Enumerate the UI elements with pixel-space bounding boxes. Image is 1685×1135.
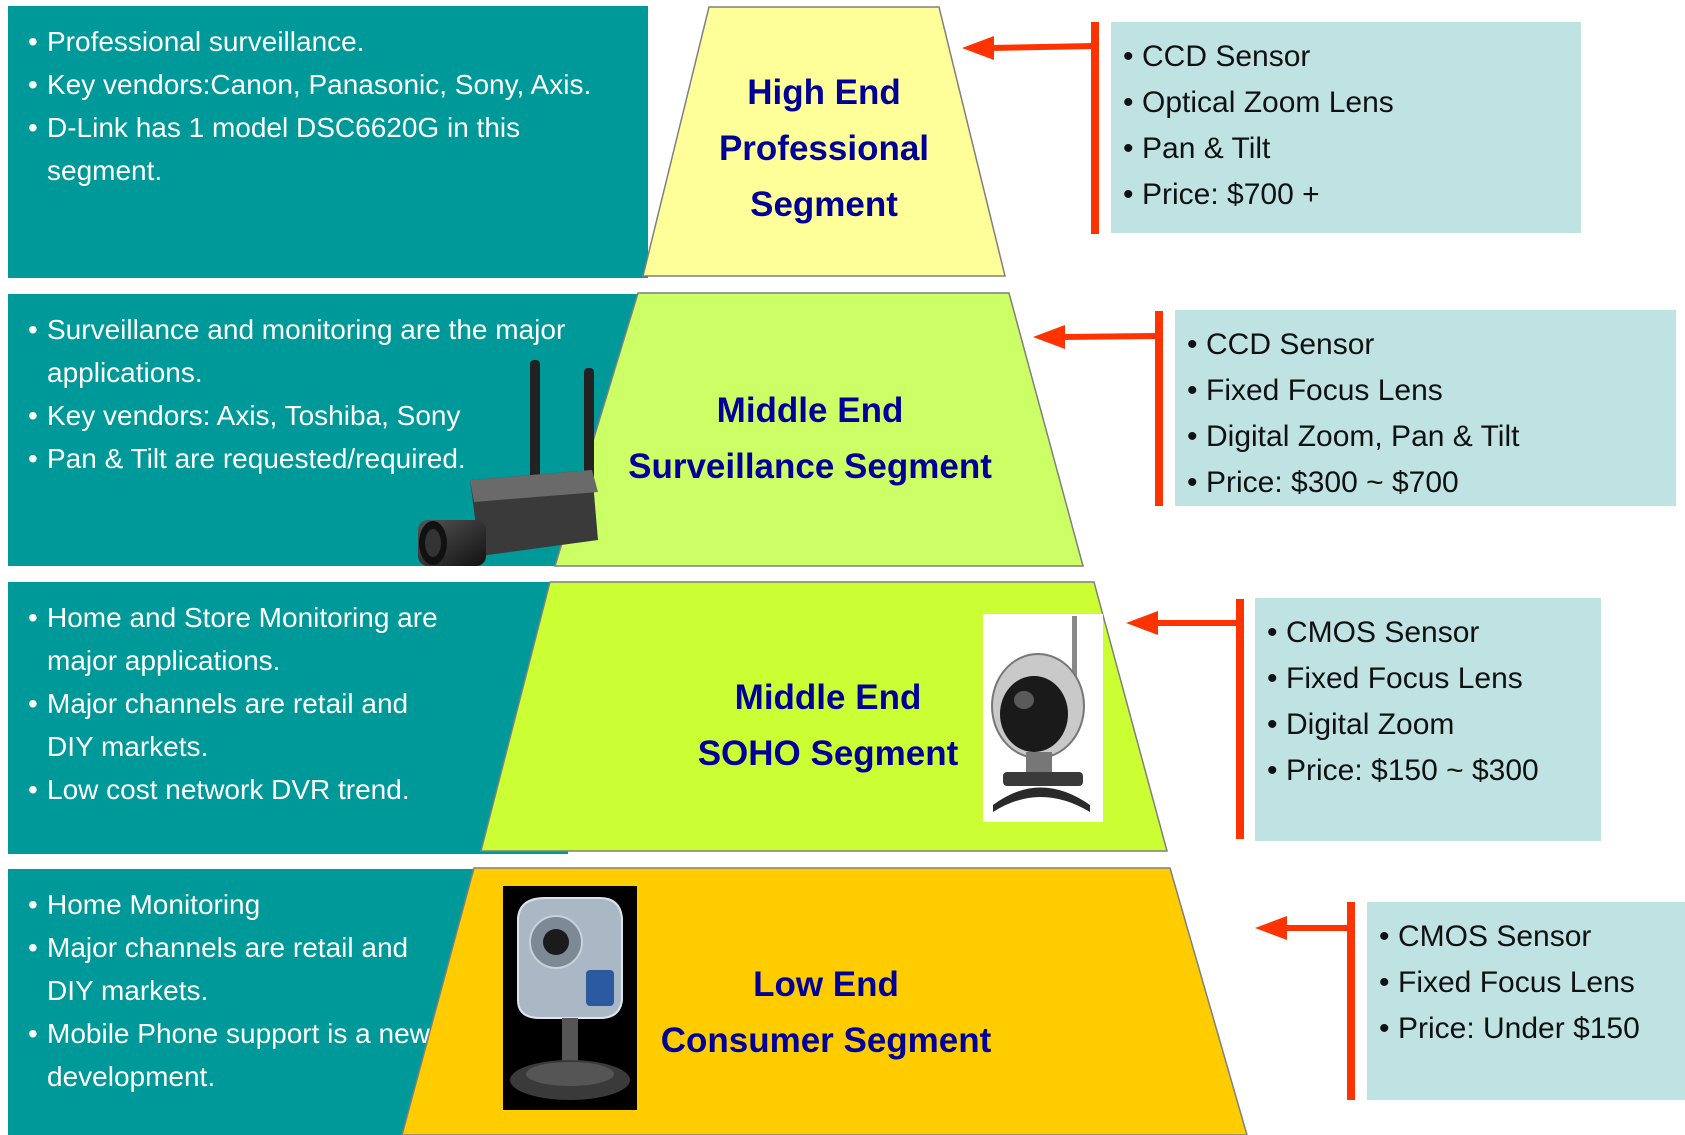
feature-item: Digital Zoom, Pan & Tilt: [1187, 414, 1676, 460]
feature-list-soho: CMOS Sensor Fixed Focus Lens Digital Zoo…: [1267, 610, 1601, 794]
title-line: Middle End: [734, 678, 922, 717]
title-line: Low End: [753, 965, 899, 1004]
note-item: Key vendors:Canon, Panasonic, Sony, Axis…: [28, 63, 638, 106]
note-item: Low cost network DVR trend.: [28, 768, 458, 811]
title-line: SOHO Segment: [697, 734, 959, 773]
feature-item: Fixed Focus Lens: [1379, 960, 1685, 1006]
feature-list-low-end: CMOS Sensor Fixed Focus Lens Price: Unde…: [1379, 914, 1685, 1052]
left-panel-soho: Home and Store Monitoring are major appl…: [8, 582, 568, 854]
feature-item: Price: $150 ~ $300: [1267, 748, 1601, 794]
arrow-low-end: [1255, 916, 1350, 940]
title-line: Professional: [718, 129, 930, 168]
bracket-soho: [1236, 599, 1244, 839]
right-panel-surveillance: CCD Sensor Fixed Focus Lens Digital Zoom…: [1175, 310, 1676, 506]
feature-item: CCD Sensor: [1123, 34, 1581, 80]
feature-item: CMOS Sensor: [1379, 914, 1685, 960]
feature-item: Price: Under $150: [1379, 1006, 1685, 1052]
note-item: Surveillance and monitoring are the majo…: [28, 308, 608, 394]
note-item: Major channels are retail and DIY market…: [28, 682, 458, 768]
left-panel-high-end: Professional surveillance. Key vendors:C…: [8, 6, 648, 278]
feature-item: Price: $700 +: [1123, 172, 1581, 218]
note-item: Pan & Tilt are requested/required.: [28, 437, 608, 480]
note-item: Mobile Phone support is a new developmen…: [28, 1012, 458, 1098]
arrow-soho: [1126, 611, 1239, 635]
feature-list-high-end: CCD Sensor Optical Zoom Lens Pan & Tilt …: [1123, 34, 1581, 218]
segment-title-high-end: High End Professional Segment: [664, 65, 984, 233]
left-notes-soho: Home and Store Monitoring are major appl…: [28, 596, 458, 811]
arrow-high-end: [962, 36, 1095, 60]
bracket-surveillance: [1155, 311, 1163, 506]
left-notes-high-end: Professional surveillance. Key vendors:C…: [28, 20, 638, 192]
right-panel-high-end: CCD Sensor Optical Zoom Lens Pan & Tilt …: [1111, 22, 1581, 233]
feature-item: Price: $300 ~ $700: [1187, 460, 1676, 506]
feature-item: Optical Zoom Lens: [1123, 80, 1581, 126]
title-line: Surveillance Segment: [628, 447, 992, 486]
title-line: High End: [747, 73, 901, 112]
right-panel-soho: CMOS Sensor Fixed Focus Lens Digital Zoo…: [1255, 598, 1601, 841]
left-notes-surveillance: Surveillance and monitoring are the majo…: [28, 308, 608, 480]
title-line: Consumer Segment: [660, 1021, 992, 1060]
right-panel-low-end: CMOS Sensor Fixed Focus Lens Price: Unde…: [1367, 902, 1685, 1100]
note-item: D-Link has 1 model DSC6620G in this segm…: [28, 106, 567, 192]
bracket-high-end: [1091, 22, 1099, 234]
feature-item: Digital Zoom: [1267, 702, 1601, 748]
tier-high-end: [642, 6, 1006, 277]
left-notes-low-end: Home Monitoring Major channels are retai…: [28, 883, 458, 1098]
segment-title-low-end: Low End Consumer Segment: [636, 957, 1016, 1069]
arrow-surveillance: [1033, 325, 1159, 349]
feature-item: Fixed Focus Lens: [1267, 656, 1601, 702]
wireless-box-camera-photo: [418, 360, 598, 566]
feature-list-surveillance: CCD Sensor Fixed Focus Lens Digital Zoom…: [1187, 322, 1676, 506]
note-item: Home and Store Monitoring are major appl…: [28, 596, 458, 682]
segment-title-soho: Middle End SOHO Segment: [668, 670, 988, 782]
dome-webcam-photo: [983, 614, 1103, 822]
feature-item: Fixed Focus Lens: [1187, 368, 1676, 414]
feature-item: Pan & Tilt: [1123, 126, 1581, 172]
title-line: Middle End: [716, 391, 904, 430]
segment-title-surveillance: Middle End Surveillance Segment: [595, 383, 1025, 495]
bracket-low-end: [1347, 902, 1355, 1100]
title-line: Segment: [750, 185, 898, 224]
desktop-webcam-photo: [503, 886, 637, 1110]
note-item: Home Monitoring: [28, 883, 458, 926]
note-item: Professional surveillance.: [28, 20, 638, 63]
note-item: Key vendors: Axis, Toshiba, Sony: [28, 394, 608, 437]
feature-item: CCD Sensor: [1187, 322, 1676, 368]
feature-item: CMOS Sensor: [1267, 610, 1601, 656]
note-item: Major channels are retail and DIY market…: [28, 926, 458, 1012]
